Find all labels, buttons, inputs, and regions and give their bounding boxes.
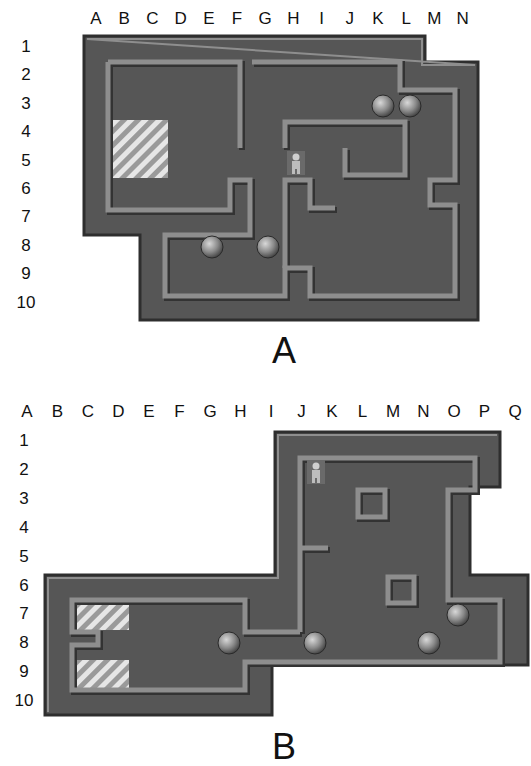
column-letter: B (119, 10, 130, 27)
row-number: 5 (21, 151, 30, 168)
column-letter: C (146, 10, 158, 27)
column-letter: M (427, 10, 441, 27)
column-letter: K (372, 10, 383, 27)
boulder (201, 236, 223, 258)
row-number: 6 (19, 576, 28, 593)
row-number: 10 (15, 692, 34, 709)
player-tile (307, 460, 325, 484)
player-head (313, 463, 320, 470)
player-figure (287, 151, 305, 175)
row-number: 2 (21, 66, 30, 83)
row-number: 4 (19, 518, 28, 535)
column-letter: B (52, 403, 63, 420)
row-number: 9 (21, 265, 30, 282)
column-letter: H (234, 403, 246, 420)
row-number: 2 (19, 460, 28, 477)
column-letter: A (21, 403, 32, 420)
column-letter: J (346, 10, 355, 27)
column-letter: I (269, 403, 274, 420)
puzzle-label: B (272, 729, 296, 765)
boulder (304, 632, 326, 654)
puzzle-label: A (272, 333, 296, 369)
column-letter: L (358, 403, 367, 420)
player-leg (297, 169, 300, 174)
column-letter: K (326, 403, 337, 420)
board-outline (45, 432, 528, 715)
row-number: 8 (19, 634, 28, 651)
target-area (74, 660, 129, 688)
boulder (418, 632, 440, 654)
column-letter: M (386, 403, 400, 420)
wall-shadow (74, 460, 502, 692)
boulder (447, 604, 469, 626)
column-letter: L (401, 10, 410, 27)
player-head (293, 154, 300, 161)
row-number: 10 (17, 293, 36, 310)
board-bevel (48, 435, 497, 712)
row-number: 9 (19, 663, 28, 680)
column-letter: A (90, 10, 101, 27)
row-number: 6 (21, 180, 30, 197)
column-letter: N (456, 10, 468, 27)
player-body (312, 470, 320, 478)
boulder (218, 632, 240, 654)
player-leg (312, 478, 315, 483)
board-outline (84, 36, 478, 320)
column-letter: D (174, 10, 186, 27)
boulder-group (218, 604, 469, 654)
column-letter: F (232, 10, 242, 27)
player-leg (317, 478, 320, 483)
column-letter: I (319, 10, 324, 27)
column-letter: Q (508, 403, 521, 420)
column-letter: P (479, 403, 490, 420)
row-number: 5 (19, 547, 28, 564)
row-number: 8 (21, 236, 30, 253)
wall (72, 458, 500, 690)
player-tile (287, 151, 305, 175)
column-letter: D (112, 403, 124, 420)
row-number: 1 (19, 432, 28, 449)
column-letter: E (203, 10, 214, 27)
player-leg (292, 169, 295, 174)
column-letter: C (82, 403, 94, 420)
column-letter: F (174, 403, 184, 420)
player-body (292, 161, 300, 169)
column-letter: O (447, 403, 460, 420)
boulder-group (201, 95, 421, 258)
column-letter: E (143, 403, 154, 420)
column-letter: G (259, 10, 272, 27)
column-letter: J (297, 403, 306, 420)
target-area (74, 603, 129, 630)
row-number: 3 (21, 94, 30, 111)
row-number: 4 (21, 123, 30, 140)
column-letter: G (203, 403, 216, 420)
target-area (112, 120, 168, 178)
row-number: 7 (19, 605, 28, 622)
row-number: 7 (21, 208, 30, 225)
column-letter: N (417, 403, 429, 420)
wall (108, 62, 455, 296)
row-number: 3 (19, 489, 28, 506)
boulder (399, 95, 421, 117)
row-number: 1 (21, 38, 30, 55)
player-figure (307, 460, 325, 484)
boulder (257, 236, 279, 258)
boulder (372, 95, 394, 117)
column-letter: H (287, 10, 299, 27)
